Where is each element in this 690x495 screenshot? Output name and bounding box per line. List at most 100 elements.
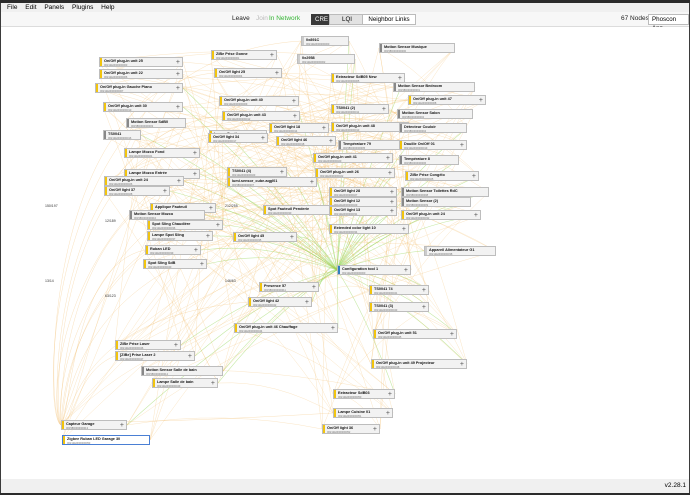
lqi-toggle[interactable]: LQI [329, 14, 365, 25]
expand-plus-icon[interactable]: + [175, 104, 180, 111]
expand-plus-icon[interactable]: + [193, 247, 198, 254]
expand-plus-icon[interactable]: + [459, 361, 464, 368]
expand-plus-icon[interactable]: + [175, 71, 180, 78]
expand-plus-icon[interactable]: + [401, 226, 406, 233]
expand-plus-icon[interactable]: + [421, 287, 426, 294]
join-button[interactable]: Join [256, 15, 268, 22]
graph-node[interactable]: TS0041 (2)00212E0000000011+ [331, 104, 389, 114]
expand-plus-icon[interactable]: + [292, 113, 297, 120]
expand-plus-icon[interactable]: + [372, 426, 377, 433]
expand-plus-icon[interactable]: + [381, 106, 386, 113]
phoscon-app-button[interactable]: Phoscon App [648, 14, 689, 32]
expand-plus-icon[interactable]: + [291, 98, 296, 105]
graph-node[interactable]: TS0041 (4)00212E0000000023+ [227, 167, 287, 177]
expand-plus-icon[interactable]: + [397, 75, 402, 82]
expand-plus-icon[interactable]: + [321, 125, 326, 132]
expand-plus-icon[interactable]: + [387, 170, 392, 177]
expand-plus-icon[interactable]: + [473, 212, 478, 219]
menu-help[interactable]: Help [101, 4, 115, 11]
expand-plus-icon[interactable]: + [389, 189, 394, 196]
expand-plus-icon[interactable]: + [192, 150, 197, 157]
expand-plus-icon[interactable]: + [459, 142, 464, 149]
expand-plus-icon[interactable]: + [289, 234, 294, 241]
network-graph-canvas[interactable]: 150/19712/18911/47212/25513/1463/12331/6… [1, 27, 689, 479]
expand-plus-icon[interactable]: + [175, 85, 180, 92]
expand-plus-icon[interactable]: + [187, 353, 192, 360]
expand-plus-icon[interactable]: + [274, 70, 279, 77]
expand-plus-icon[interactable]: + [311, 284, 316, 291]
expand-plus-icon[interactable]: + [215, 222, 220, 229]
expand-plus-icon[interactable]: + [176, 178, 181, 185]
expand-plus-icon[interactable]: + [309, 179, 314, 186]
expand-plus-icon[interactable]: + [192, 171, 197, 178]
leave-button[interactable]: Leave [232, 15, 250, 22]
expand-plus-icon[interactable]: + [279, 169, 284, 176]
expand-plus-icon[interactable]: + [389, 199, 394, 206]
expand-plus-icon[interactable]: + [330, 325, 335, 332]
expand-plus-icon[interactable]: + [403, 267, 408, 274]
expand-plus-icon[interactable]: + [385, 155, 390, 162]
expand-plus-icon[interactable]: + [471, 173, 476, 180]
expand-plus-icon[interactable]: + [175, 59, 180, 66]
menu-file[interactable]: File [7, 4, 18, 11]
expand-plus-icon[interactable]: + [385, 410, 390, 417]
menu-edit[interactable]: Edit [25, 4, 37, 11]
expand-plus-icon[interactable]: + [389, 208, 394, 215]
expand-plus-icon[interactable]: + [260, 135, 265, 142]
expand-plus-icon[interactable]: + [478, 97, 483, 104]
graph-node[interactable]: TS0041 (3)00212E0000000043+ [369, 302, 429, 312]
expand-plus-icon[interactable]: + [387, 391, 392, 398]
neighbor-links-toggle[interactable]: Neighbor Links [362, 14, 416, 25]
expand-plus-icon[interactable]: + [205, 233, 210, 240]
graph-node[interactable]: Motion Sensor (2)00158D000000009 [401, 197, 471, 207]
expand-plus-icon[interactable]: + [304, 299, 309, 306]
expand-plus-icon[interactable]: + [208, 205, 213, 212]
expand-plus-icon[interactable]: + [210, 380, 215, 387]
